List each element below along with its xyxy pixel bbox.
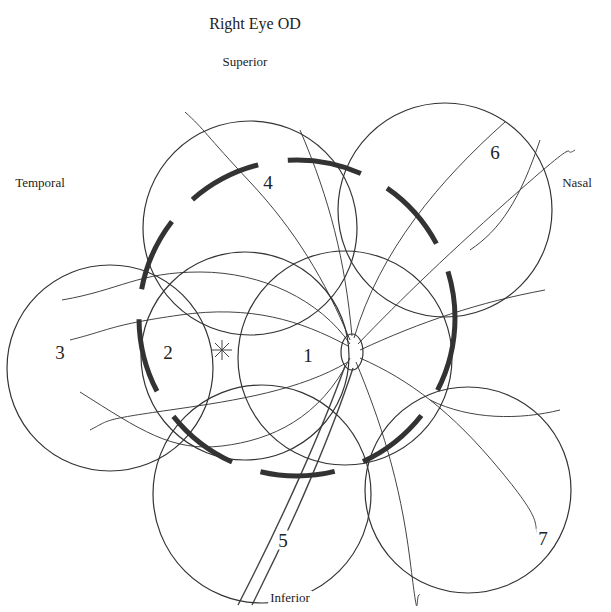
field-outline xyxy=(237,250,453,466)
direction-label: Superior xyxy=(221,55,270,69)
vessel xyxy=(62,272,350,344)
photo-field-circle: 3 xyxy=(6,264,214,472)
photo-field-circle: 7 xyxy=(364,386,572,594)
photo-field-circle: 6 xyxy=(337,102,553,318)
field-outline xyxy=(364,386,572,594)
vessel xyxy=(470,140,540,250)
field-outline xyxy=(6,264,214,472)
field-circle xyxy=(143,121,357,335)
field-number: 5 xyxy=(276,531,290,550)
field-circle xyxy=(365,387,571,593)
direction-label: Inferior xyxy=(268,591,312,605)
vessel xyxy=(80,358,350,447)
field-number: 3 xyxy=(53,343,67,362)
direction-label: Nasal xyxy=(560,176,594,190)
field-circle xyxy=(153,385,371,603)
field-circle xyxy=(7,265,213,471)
photo-field-circle: 1 xyxy=(237,250,453,466)
retinal-vessels xyxy=(62,112,575,606)
field-circle xyxy=(238,251,452,465)
field-outline xyxy=(152,384,372,604)
vessel xyxy=(238,366,345,605)
field-outline xyxy=(142,120,358,336)
direction-label: Temporal xyxy=(13,176,67,190)
field-number: 6 xyxy=(488,143,502,162)
optic-disc xyxy=(341,334,363,370)
field-outline xyxy=(337,102,553,318)
field-boundary-ring xyxy=(139,160,455,476)
field-circle xyxy=(338,103,552,317)
fovea-ray xyxy=(215,343,229,357)
field-number: 4 xyxy=(261,173,275,192)
photo-field-circle: 4 xyxy=(142,120,358,336)
field-circle xyxy=(141,252,349,460)
photo-field-circle: 2 xyxy=(140,251,350,461)
field-number: 1 xyxy=(301,346,315,365)
title: Right Eye OD xyxy=(209,15,301,33)
vessel xyxy=(185,112,350,340)
photo-field-circle: 5 xyxy=(152,384,372,604)
field-number: 7 xyxy=(536,529,550,548)
fovea-ray xyxy=(215,343,229,357)
vessel xyxy=(430,400,560,417)
fovea-mark xyxy=(212,340,232,360)
field-number: 2 xyxy=(161,343,175,362)
